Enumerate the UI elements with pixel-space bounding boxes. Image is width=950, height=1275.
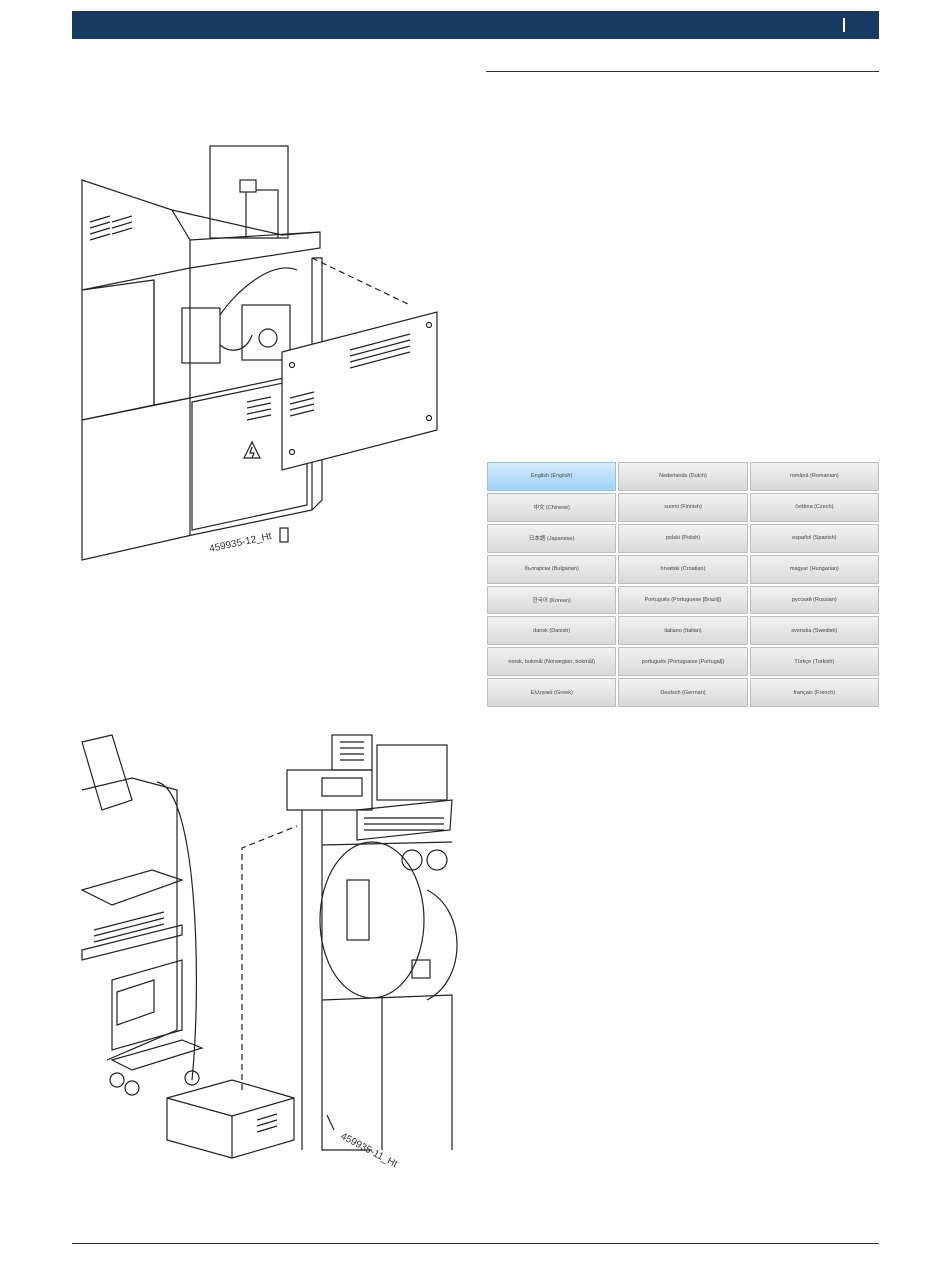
language-button[interactable]: Português (Portuguese [Brazil]) [618,585,748,615]
language-button[interactable]: Deutsch (German) [618,678,748,707]
language-button[interactable]: português (Portuguese [Portugal]) [618,647,748,677]
figure-panel-removal: 459935-12_Ht [72,140,452,570]
language-button[interactable]: español (Spanish) [749,523,879,553]
language-button[interactable]: русский (Russian) [749,585,879,615]
language-button[interactable]: Ελληνικά (Greek) [487,678,617,707]
language-button[interactable]: 日本語 (Japanese) [487,523,617,553]
language-button[interactable]: polski (Polish) [618,523,748,553]
language-button[interactable]: français (French) [749,678,879,707]
language-button[interactable]: Nederlands (Dutch) [618,462,748,491]
language-button[interactable]: dansk (Danish) [487,616,617,646]
language-button[interactable]: hrvatski (Croatian) [618,554,748,584]
language-button[interactable]: 한국어 (Korean) [487,585,617,615]
figure-label-top: 459935-12_Ht [208,531,273,555]
pc-installation-illustration: 459935-11_Ht [80,734,458,1170]
footer-rule [72,1243,879,1244]
language-button[interactable]: български (Bulgarian) [487,554,617,584]
page-marker [843,18,845,32]
language-button[interactable]: svenska (Swedish) [749,616,879,646]
language-button[interactable]: 中文 (Chinese) [487,492,617,522]
language-selection-grid: English (English)Nederlands (Dutch)român… [487,462,879,707]
language-button[interactable]: suomi (Finnish) [618,492,748,522]
language-button[interactable]: italiano (Italian) [618,616,748,646]
language-button[interactable]: magyar (Hungarian) [749,554,879,584]
header-bar [72,11,879,39]
language-button[interactable]: čeština (Czech) [749,492,879,522]
figure-pc-installation: 459935-11_Ht [72,730,464,1170]
section-rule [486,71,879,72]
language-button[interactable]: română (Romanian) [749,462,879,491]
panel-removal-illustration: 459935-12_Ht [81,145,438,561]
language-button[interactable]: norsk, bokmål (Norwegian, bokmål) [487,647,617,677]
language-button[interactable]: Türkçe (Turkish) [749,647,879,677]
language-button[interactable]: English (English) [487,462,617,491]
